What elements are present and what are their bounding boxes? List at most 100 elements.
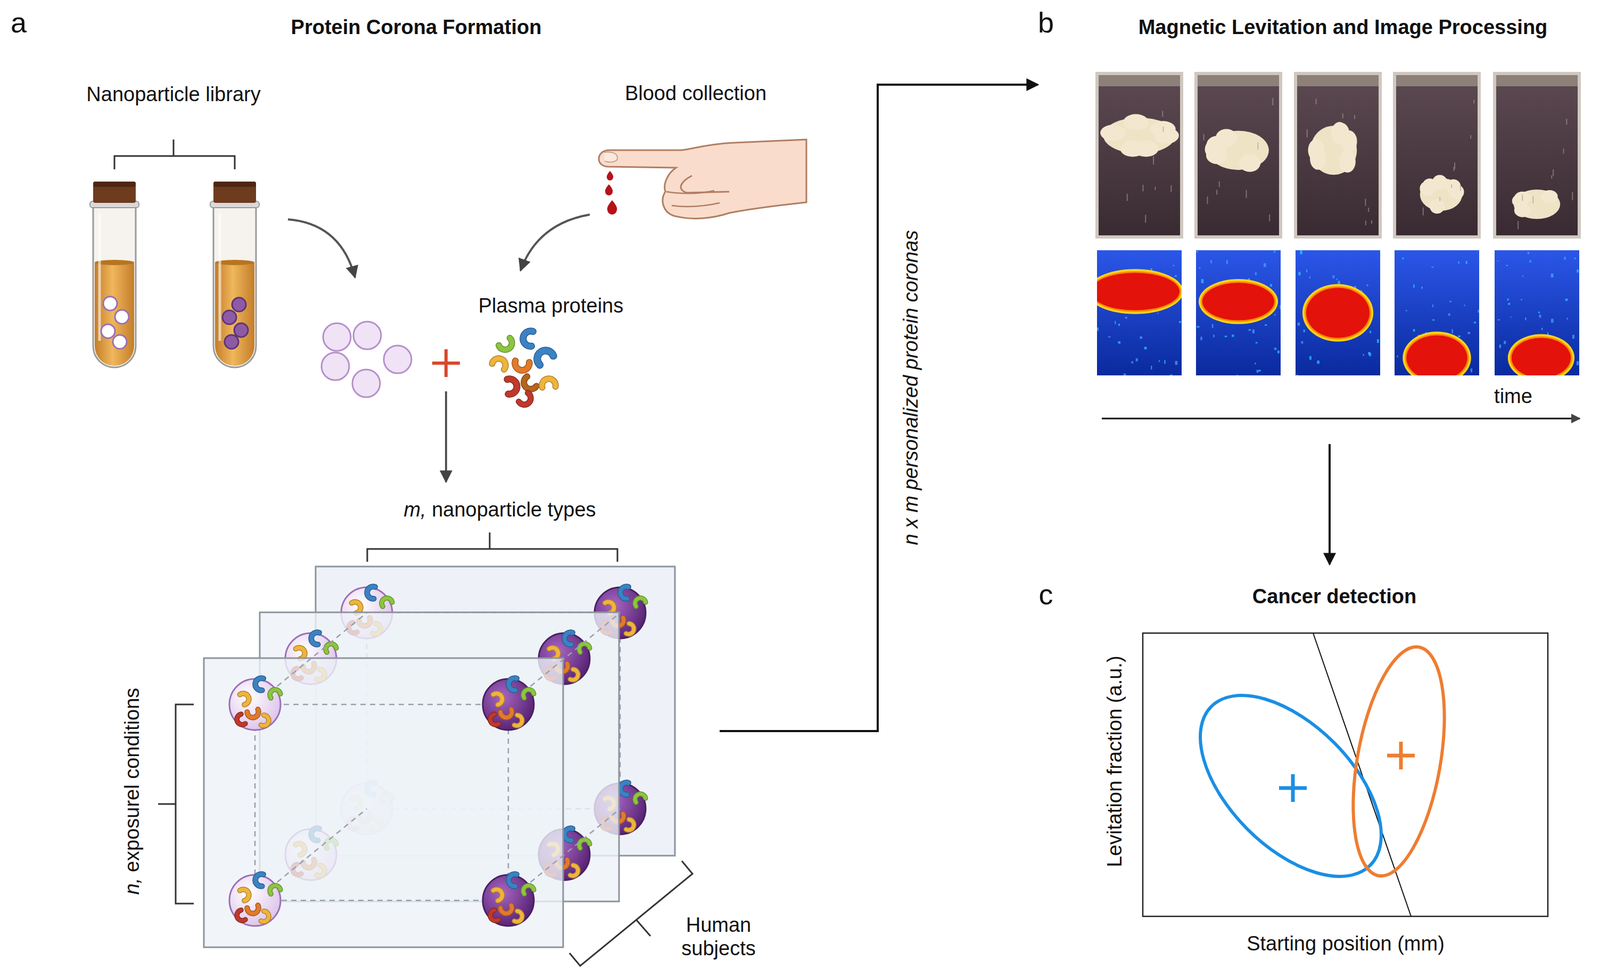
blood-drop [605,184,613,196]
heatmap-speck [1256,369,1259,373]
heatmap-speck [1413,328,1416,332]
heatmap-speck [1309,356,1312,360]
heatmap-speck [1432,319,1435,321]
speck [1371,220,1373,225]
protein-symbol [620,815,639,834]
glass-highlight [98,212,102,341]
heatmap-speck [1131,360,1134,364]
panel-title: Cancer detection [1252,584,1417,609]
heatmap-ground [1295,250,1381,376]
heatmap-speck [1150,365,1152,370]
heat-blob-edge [1198,278,1278,325]
speck [1473,99,1475,104]
heatmap-speck [1248,328,1251,331]
heatmap-speck [1252,329,1255,334]
levitation-photo [1196,73,1281,237]
protein-symbol [509,350,536,377]
nanoparticle [353,321,382,350]
heat-blob [1406,335,1467,376]
tube-cap [213,181,257,203]
protein-symbol [242,701,265,723]
speck [1272,97,1274,106]
plate-stack: m, nanoparticle types n, exposurel condit… [117,489,720,969]
protein-symbol [485,710,505,730]
heatmap-speck [1175,360,1178,365]
protein-symbol [496,701,518,723]
nanoparticle [383,345,412,374]
levitated-cloud [1150,120,1176,137]
hand-outline [598,139,807,219]
speck [1551,175,1553,179]
edge-label: n x m personalized protein coronas [899,229,923,545]
dashed-guide [508,808,621,901]
heat-blob-edge [1507,334,1575,376]
protein-symbol [630,592,650,613]
speck [1354,114,1356,119]
heatmap-speck [1299,250,1303,254]
heatmap-speck [1576,269,1579,273]
speck [1206,196,1208,204]
heatmap-speck [1539,314,1542,318]
heatmap-speck [1477,309,1480,313]
axis-label: m, nanoparticle types [403,498,596,522]
heatmap-speck [1255,341,1258,344]
heatmap-speck [1574,257,1577,260]
heatmap-speck [1552,275,1554,277]
tube-glass [213,206,257,368]
axis-label: n, exposurel conditions [120,687,145,895]
heatmap-speck [1274,314,1276,316]
heatmap-speck [1277,350,1280,353]
speck [1218,181,1220,187]
heatmap-speck [1125,316,1128,319]
protein-symbol [487,884,508,905]
heatmap-speck [1279,304,1281,310]
heatmap-speck [1316,360,1320,364]
heatmap-speck [1565,298,1569,301]
speck [1342,113,1344,119]
speck [1315,98,1317,105]
levitated-cloud [1239,154,1261,172]
heatmap-speck [1169,374,1173,376]
heatmap-speck [1457,335,1461,337]
levitation-photo [1295,73,1381,237]
speck [1257,142,1259,151]
heatmap-speck [1397,355,1399,358]
speck [1439,196,1441,202]
cuvette-cap [1295,73,1381,87]
hand-detail [666,190,720,207]
protein-symbol [255,906,274,926]
levitation-photo [1097,73,1182,237]
centroid-marker [1387,741,1415,770]
image-strip: Magnetic Levitation and Image Processing [1037,5,1589,444]
heatmap-speck [1465,260,1468,265]
levitated-cloud [1541,190,1558,204]
cuvette-cap [1196,73,1281,87]
heatmap-speck [1506,265,1508,267]
speck [1161,110,1164,117]
plasma-proteins [488,324,562,409]
heatmap-speck [1236,374,1238,376]
heat-blob-edge [1097,268,1182,315]
cuvette-edge [1494,73,1580,237]
corona-particle [482,869,538,926]
heatmap-ground [1196,250,1281,376]
heatmap-speck [1451,328,1453,334]
nanoparticle [222,310,237,325]
heatmap-speck [1572,334,1575,340]
heatmap-image [1295,250,1381,376]
heatmap-speck [1297,322,1300,326]
heatmap-speck [1405,309,1408,311]
protein-symbol [485,905,505,926]
heatmap-speck [1448,312,1451,316]
corona-particle [229,673,285,730]
cap-band [213,181,257,187]
cuvette-cap [1097,73,1182,87]
protein-symbol [519,372,541,393]
heatmap-speck [1255,271,1257,276]
heatmap-speck [1401,257,1405,260]
corona-particle [482,673,538,730]
heatmap-speck [1123,373,1127,376]
speck [1152,156,1154,165]
cuvette-edge [1295,73,1381,237]
axis-label: Human subjects [667,913,770,960]
